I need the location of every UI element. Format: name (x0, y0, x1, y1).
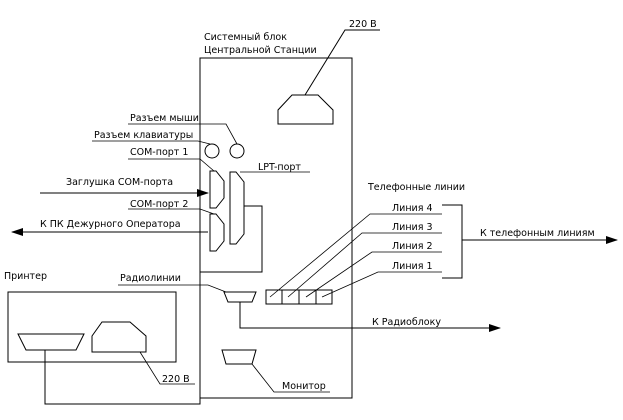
radio-lines-leader (118, 284, 227, 293)
power-label-unit: 220 В (349, 19, 377, 30)
keyboard-leader (92, 140, 211, 145)
line3-label: Линия 3 (392, 222, 432, 233)
line1-label: Линия 1 (392, 261, 432, 272)
monitor-label: Монитор (282, 381, 326, 392)
com2-label: COM-порт 2 (130, 199, 188, 210)
mouse-connector (229, 143, 245, 159)
system-unit-box (199, 57, 353, 399)
radio-port-connector (223, 291, 257, 303)
line1-leader (321, 271, 442, 298)
printer-power-label: 220 В (162, 374, 190, 385)
printer-box (7, 291, 177, 363)
printer-power-connector (91, 321, 147, 353)
com2-leader (128, 208, 215, 215)
printer-label: Принтер (4, 271, 47, 282)
printer-port-connector (17, 333, 85, 351)
to-operator-pc-label: К ПК Дежурного Оператора (40, 219, 181, 230)
monitor-leader (251, 363, 330, 393)
com1-connector (209, 170, 225, 209)
power-connector-unit (277, 29, 380, 125)
mouse-label: Разъем мыши (130, 113, 199, 124)
keyboard-connector (204, 143, 220, 159)
lpt-label: LPT-порт (258, 162, 301, 173)
phone-lines-bracket (442, 204, 463, 279)
com2-connector (209, 213, 225, 252)
printer-power-leader (139, 351, 195, 385)
phone-terminal-block (265, 289, 333, 305)
line4-leader (269, 213, 442, 298)
line2-leader (305, 251, 442, 298)
system-unit-title-line2: Центральной Станции (204, 45, 317, 56)
monitor-connector (221, 349, 257, 365)
phone-lines-group-label: Телефонные линии (367, 182, 465, 193)
keyboard-label: Разъем клавиатуры (94, 130, 193, 141)
to-radio-unit-label: К Радиоблоку (372, 317, 441, 328)
line3-leader (287, 232, 442, 298)
com-plug-label: Заглушка COM-порта (66, 177, 173, 188)
com1-leader (128, 158, 215, 172)
radio-unit-cable (239, 302, 501, 332)
to-phone-lines-label: К телефонным линиям (480, 228, 595, 239)
radio-lines-label: Радиолинии (120, 273, 181, 284)
lpt-connector (229, 171, 245, 245)
com1-label: COM-порт 1 (130, 147, 188, 158)
mouse-leader (128, 123, 238, 145)
printer-cable (44, 205, 263, 405)
system-unit-title-line1: Системный блок (204, 32, 287, 43)
line2-label: Линия 2 (392, 241, 432, 252)
line4-label: Линия 4 (392, 203, 432, 214)
